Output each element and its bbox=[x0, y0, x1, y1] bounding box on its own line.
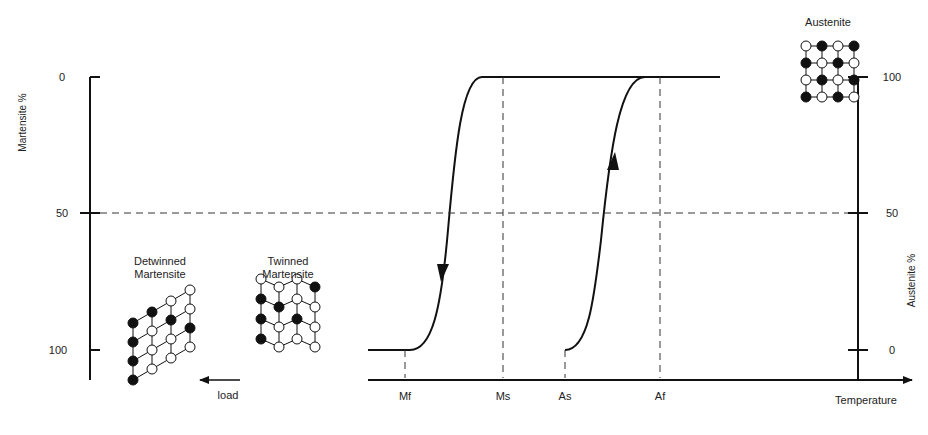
tick-label: 0 bbox=[59, 71, 65, 84]
detwinned-martensite-lattice-atom bbox=[185, 304, 195, 314]
austenite-lattice-atom bbox=[801, 41, 811, 51]
axis-title: Temperature bbox=[835, 394, 897, 407]
twinned-martensite-lattice-atom bbox=[292, 294, 302, 304]
state-label: Detwinned Martensite bbox=[115, 255, 205, 281]
temperature-mark: Af bbox=[655, 390, 665, 403]
detwinned-martensite-lattice-atom bbox=[147, 364, 157, 374]
austenite-lattice-atom bbox=[817, 58, 827, 68]
twinned-martensite-lattice-atom bbox=[310, 302, 320, 312]
detwinned-martensite-lattice-atom bbox=[128, 318, 138, 328]
temperature-mark: Ms bbox=[496, 390, 511, 403]
twinned-martensite-lattice-atom bbox=[310, 282, 320, 292]
axis-title: Martensite % bbox=[16, 93, 29, 151]
austenite-lattice-atom bbox=[833, 92, 843, 102]
austenite-lattice-atom bbox=[849, 41, 859, 51]
tick-label: 100 bbox=[49, 344, 67, 357]
detwinned-martensite-lattice-atom bbox=[147, 345, 157, 355]
state-label: Twinned Martensite bbox=[248, 255, 328, 281]
detwinned-martensite-lattice-atom bbox=[128, 337, 138, 347]
twinned-martensite-lattice-atom bbox=[274, 282, 284, 292]
twinned-martensite-lattice-atom bbox=[256, 294, 266, 304]
austenite-lattice-atom bbox=[833, 58, 843, 68]
twinned-martensite-lattice-atom bbox=[274, 302, 284, 312]
twinned-martensite-lattice-atom bbox=[274, 342, 284, 352]
austenite-lattice-atom bbox=[849, 75, 859, 85]
tick-label: 0 bbox=[889, 344, 895, 357]
axis-title: Austenite % bbox=[906, 253, 919, 306]
state-label: Austenite bbox=[805, 16, 851, 29]
austenite-lattice-atom bbox=[833, 41, 843, 51]
detwinned-martensite-lattice-atom bbox=[185, 285, 195, 295]
tick-label: 50 bbox=[56, 207, 68, 220]
detwinned-martensite-lattice-atom bbox=[185, 323, 195, 333]
austenite-lattice-atom bbox=[801, 58, 811, 68]
twinned-martensite-lattice-atom bbox=[256, 334, 266, 344]
tick-label: 100 bbox=[883, 71, 901, 84]
detwinned-martensite-lattice-atom bbox=[166, 315, 176, 325]
detwinned-martensite-lattice-atom bbox=[128, 375, 138, 385]
tick-label: 50 bbox=[886, 207, 898, 220]
detwinned-martensite-lattice-atom bbox=[147, 307, 157, 317]
twinned-martensite-lattice-atom bbox=[274, 322, 284, 332]
austenite-lattice-atom bbox=[817, 41, 827, 51]
detwinned-martensite-lattice-atom bbox=[147, 326, 157, 336]
austenite-lattice-atom bbox=[801, 75, 811, 85]
austenite-lattice-atom bbox=[817, 75, 827, 85]
twinned-martensite-lattice-atom bbox=[310, 322, 320, 332]
detwinned-martensite-lattice-atom bbox=[185, 342, 195, 352]
twinned-martensite-lattice-atom bbox=[292, 334, 302, 344]
detwinned-martensite-lattice-atom bbox=[128, 356, 138, 366]
temperature-mark: Mf bbox=[399, 390, 411, 403]
austenite-lattice-atom bbox=[849, 92, 859, 102]
twinned-martensite-lattice-atom bbox=[256, 314, 266, 324]
austenite-lattice-atom bbox=[849, 58, 859, 68]
arrow-label: load bbox=[218, 389, 239, 402]
austenite-lattice-atom bbox=[833, 75, 843, 85]
twinned-martensite-lattice-atom bbox=[310, 342, 320, 352]
temperature-mark: As bbox=[559, 390, 572, 403]
detwinned-martensite-lattice-atom bbox=[166, 353, 176, 363]
austenite-lattice-atom bbox=[801, 92, 811, 102]
austenite-lattice-atom bbox=[817, 92, 827, 102]
twinned-martensite-lattice-atom bbox=[292, 314, 302, 324]
detwinned-martensite-lattice-atom bbox=[166, 296, 176, 306]
detwinned-martensite-lattice-atom bbox=[166, 334, 176, 344]
